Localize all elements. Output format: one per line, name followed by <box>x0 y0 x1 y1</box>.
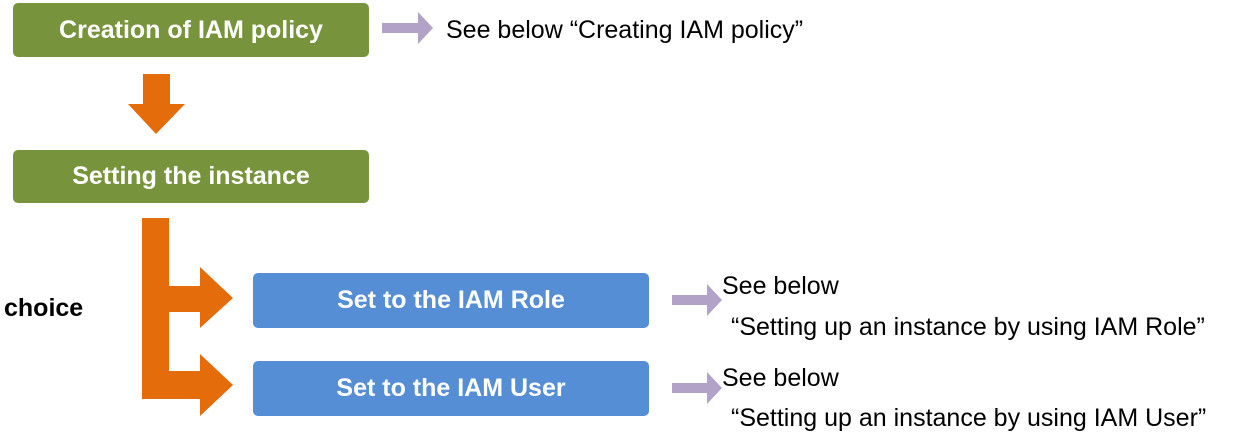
note-creating-iam-policy: See below “Creating IAM policy” <box>446 16 804 44</box>
reference-arrow-icon <box>672 372 722 404</box>
reference-arrow-icon <box>672 284 722 316</box>
down-arrow-icon <box>128 74 185 134</box>
step-creation-iam-policy: Creation of IAM policy <box>13 3 369 57</box>
step-setting-instance: Setting the instance <box>13 150 369 203</box>
branch-arrow-icon <box>142 218 233 416</box>
option-label: Set to the IAM Role <box>337 286 565 314</box>
note-user-line1: See below <box>722 364 839 392</box>
step-label: Setting the instance <box>72 162 310 190</box>
option-iam-user: Set to the IAM User <box>253 361 649 416</box>
option-iam-role: Set to the IAM Role <box>253 273 649 328</box>
reference-arrow-icon <box>382 12 433 44</box>
note-role-line2: “Setting up an instance by using IAM Rol… <box>731 313 1205 341</box>
option-label: Set to the IAM User <box>336 374 566 402</box>
note-role-line1: See below <box>722 272 839 300</box>
note-user-line2: “Setting up an instance by using IAM Use… <box>731 404 1207 432</box>
choice-label: choice <box>4 294 84 322</box>
step-label: Creation of IAM policy <box>59 15 323 44</box>
